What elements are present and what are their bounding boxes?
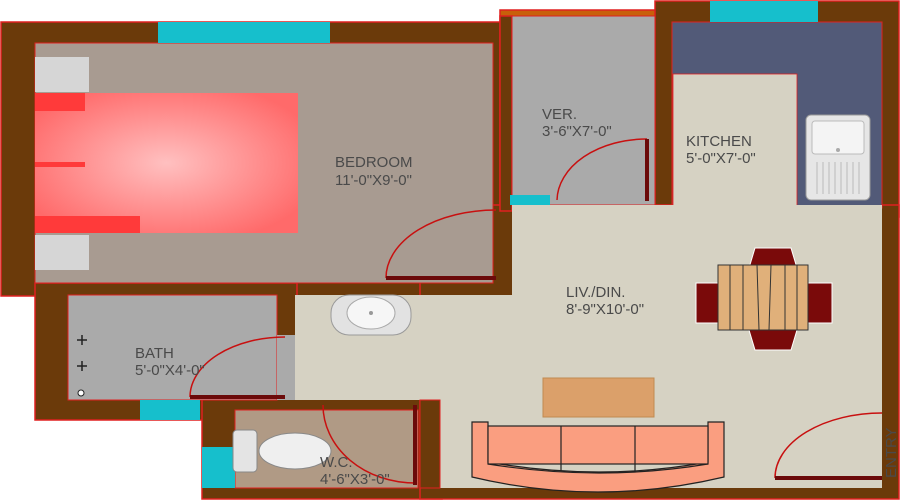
bath-window bbox=[140, 400, 200, 420]
kitchen-sink bbox=[805, 114, 871, 201]
entry-door[interactable] bbox=[775, 476, 882, 480]
veranda-door-swing[interactable] bbox=[556, 138, 648, 201]
wash-basin bbox=[330, 294, 412, 336]
living-size: 8'-9"X10'-0" bbox=[566, 301, 644, 318]
entry-label: ENTRY bbox=[883, 427, 900, 478]
living-name: LIV./DIN. bbox=[566, 284, 625, 301]
veranda: VER. 3'-6"X7'-0" bbox=[510, 15, 656, 206]
bath-door[interactable] bbox=[190, 395, 285, 399]
entry-door-swing[interactable] bbox=[774, 412, 883, 479]
dining-set bbox=[695, 247, 833, 351]
kitchen-window bbox=[710, 1, 818, 22]
bath: BATH 5'-0"X4'-0" bbox=[67, 294, 295, 420]
shower-taps bbox=[77, 335, 87, 371]
bedroom-window bbox=[158, 22, 330, 43]
sofa bbox=[471, 421, 725, 493]
bath-size: 5'-0"X4'-0" bbox=[135, 362, 205, 379]
floor-drain bbox=[77, 389, 85, 397]
toilet bbox=[232, 429, 332, 473]
wc-door-swing[interactable] bbox=[322, 404, 416, 484]
wc-size: 4'-6"X3'-0" bbox=[320, 471, 390, 488]
coffee-table bbox=[542, 377, 655, 418]
veranda-window bbox=[510, 195, 550, 205]
bath-door-swing[interactable] bbox=[189, 336, 286, 398]
veranda-name: VER. bbox=[542, 106, 577, 123]
bedroom-door[interactable] bbox=[386, 276, 496, 280]
bedroom: BEDROOM 11'-0"X9'-0" bbox=[34, 22, 494, 284]
wc-name: W.C. bbox=[320, 454, 353, 471]
wc: W.C. 4'-6"X3'-0" bbox=[202, 404, 419, 489]
veranda-size: 3'-6"X7'-0" bbox=[542, 123, 612, 140]
kitchen-size: 5'-0"X7'-0" bbox=[686, 150, 756, 167]
wc-window bbox=[202, 447, 235, 488]
kitchen: KITCHEN 5'-0"X7'-0" bbox=[671, 1, 883, 218]
bedroom-size: 11'-0"X9'-0" bbox=[335, 172, 412, 189]
wc-door[interactable] bbox=[413, 405, 417, 485]
veranda-door[interactable] bbox=[645, 139, 649, 201]
kitchen-name: KITCHEN bbox=[686, 133, 752, 150]
bedroom-door-swing[interactable] bbox=[385, 209, 497, 279]
bedroom-name: BEDROOM bbox=[335, 154, 413, 171]
living-dining: LIV./DIN. 8'-9"X10'-0" ENTRY bbox=[295, 205, 900, 493]
bath-name: BATH bbox=[135, 345, 174, 362]
bed bbox=[35, 57, 298, 270]
